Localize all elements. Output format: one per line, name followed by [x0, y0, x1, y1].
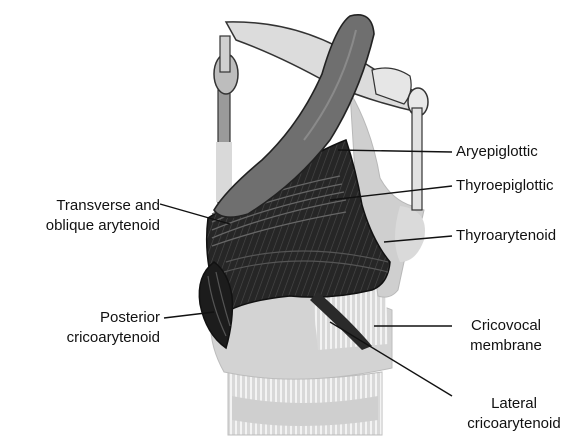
- tracheal-rings: [228, 372, 382, 435]
- label-lateral-cricoarytenoid: Lateral cricoarytenoid: [456, 394, 572, 434]
- right-cornu: [412, 108, 422, 210]
- label-thyroarytenoid: Thyroarytenoid: [456, 226, 556, 246]
- label-posterior-cricoarytenoid: Posterior cricoarytenoid: [14, 308, 160, 348]
- label-transverse-oblique-arytenoid: Transverse and oblique arytenoid: [14, 196, 160, 236]
- label-cricovocal-membrane: Cricovocal membrane: [456, 316, 556, 356]
- label-aryepiglottic: Aryepiglottic: [456, 142, 538, 162]
- label-thyroepiglottic: Thyroepiglottic: [456, 176, 554, 196]
